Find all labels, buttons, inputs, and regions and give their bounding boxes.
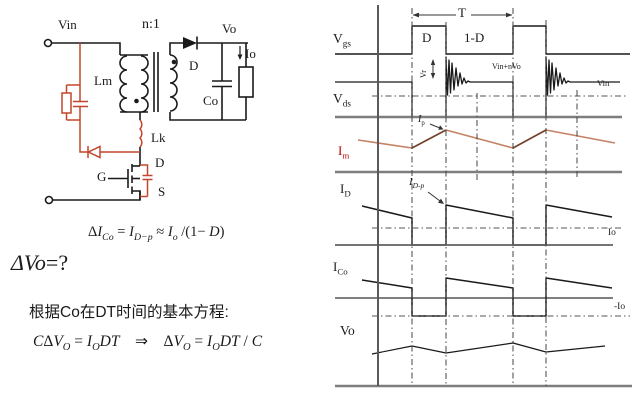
vo-row-label: Vo: [340, 323, 355, 338]
coss-capacitor: [140, 164, 153, 198]
source-label: S: [158, 184, 165, 199]
diode-label: D: [189, 58, 198, 73]
load-resistor: [238, 66, 254, 98]
ip-label: Ip: [418, 114, 425, 127]
vr-label: Vr: [419, 70, 428, 78]
im-rise-2: [512, 129, 547, 149]
duty-on-label: D: [422, 30, 432, 45]
snubber-resistor: [61, 92, 72, 114]
output-diode-icon: [183, 36, 198, 50]
ico-row-label: ICo: [333, 259, 348, 277]
im-fall-1: [445, 129, 514, 149]
drain-label: D: [155, 155, 164, 170]
input-terminal-top: [43, 38, 53, 48]
snubber-network: [61, 43, 153, 198]
im-row-label: Im: [338, 143, 350, 161]
flyback-circuit: Vin n:1 Vo Io D Co Lm Lk G D S: [43, 17, 256, 205]
co-label: Co: [203, 93, 218, 108]
im-fall-2: [545, 129, 616, 144]
period-label: T: [458, 5, 466, 20]
ico-trace: [361, 277, 613, 317]
vin-label: Vin: [58, 17, 77, 32]
lm-winding: [119, 55, 128, 113]
vds-trace: [335, 56, 620, 118]
vo-trace: [371, 342, 606, 355]
im-rise-1: [411, 129, 447, 149]
equation-cap-charge: CΔVO = IODT ⇒ ΔVO = IODT / C: [33, 333, 263, 354]
secondary-winding: [169, 54, 178, 112]
lm-label: Lm: [94, 73, 112, 88]
duty-off-label: 1-D: [464, 30, 485, 45]
im-fall-0: [357, 139, 413, 149]
equation-delta-ico: ΔICo = ID−p ≈ Io /(1− D): [88, 224, 225, 243]
ip-arrow-line: [429, 123, 442, 129]
waveform-traces: [335, 5, 632, 388]
circuit-wiring: [51, 42, 248, 201]
input-terminal-bottom: [44, 195, 54, 205]
derivation-note: 根据Co在DT时间的基本方程:: [29, 304, 229, 321]
io-arrow-icon: [237, 46, 243, 60]
vgs-row-label: Vgs: [333, 31, 351, 49]
io-ref-label: Io: [608, 228, 616, 238]
vds-row-label: Vds: [333, 91, 351, 109]
turns-ratio-label: n:1: [142, 17, 160, 32]
mosfet-symbol: [108, 164, 141, 200]
gate-label: G: [97, 169, 106, 184]
io-label: Io: [245, 46, 256, 61]
secondary-dot-icon: [171, 59, 177, 65]
snubber-diode-icon: [86, 145, 101, 159]
vo-label: Vo: [222, 21, 236, 36]
vin-plus-nvo-label: Vin+nVo: [492, 62, 521, 71]
lk-label: Lk: [151, 130, 166, 145]
id-trace: [361, 204, 613, 246]
vin-ref-label: Vin: [597, 78, 610, 88]
equation-delta-vo-question: ΔVo=?: [11, 250, 69, 275]
idp-label: ID-p: [409, 176, 425, 191]
id-row-label: ID: [340, 181, 351, 199]
neg-io-ref-label: -Io: [614, 302, 626, 312]
idp-arrow-line: [427, 191, 443, 203]
primary-winding: [140, 55, 149, 113]
lk-winding: [138, 119, 143, 148]
ip-arrow-head: [438, 125, 444, 130]
primary-dot-icon: [134, 98, 139, 104]
